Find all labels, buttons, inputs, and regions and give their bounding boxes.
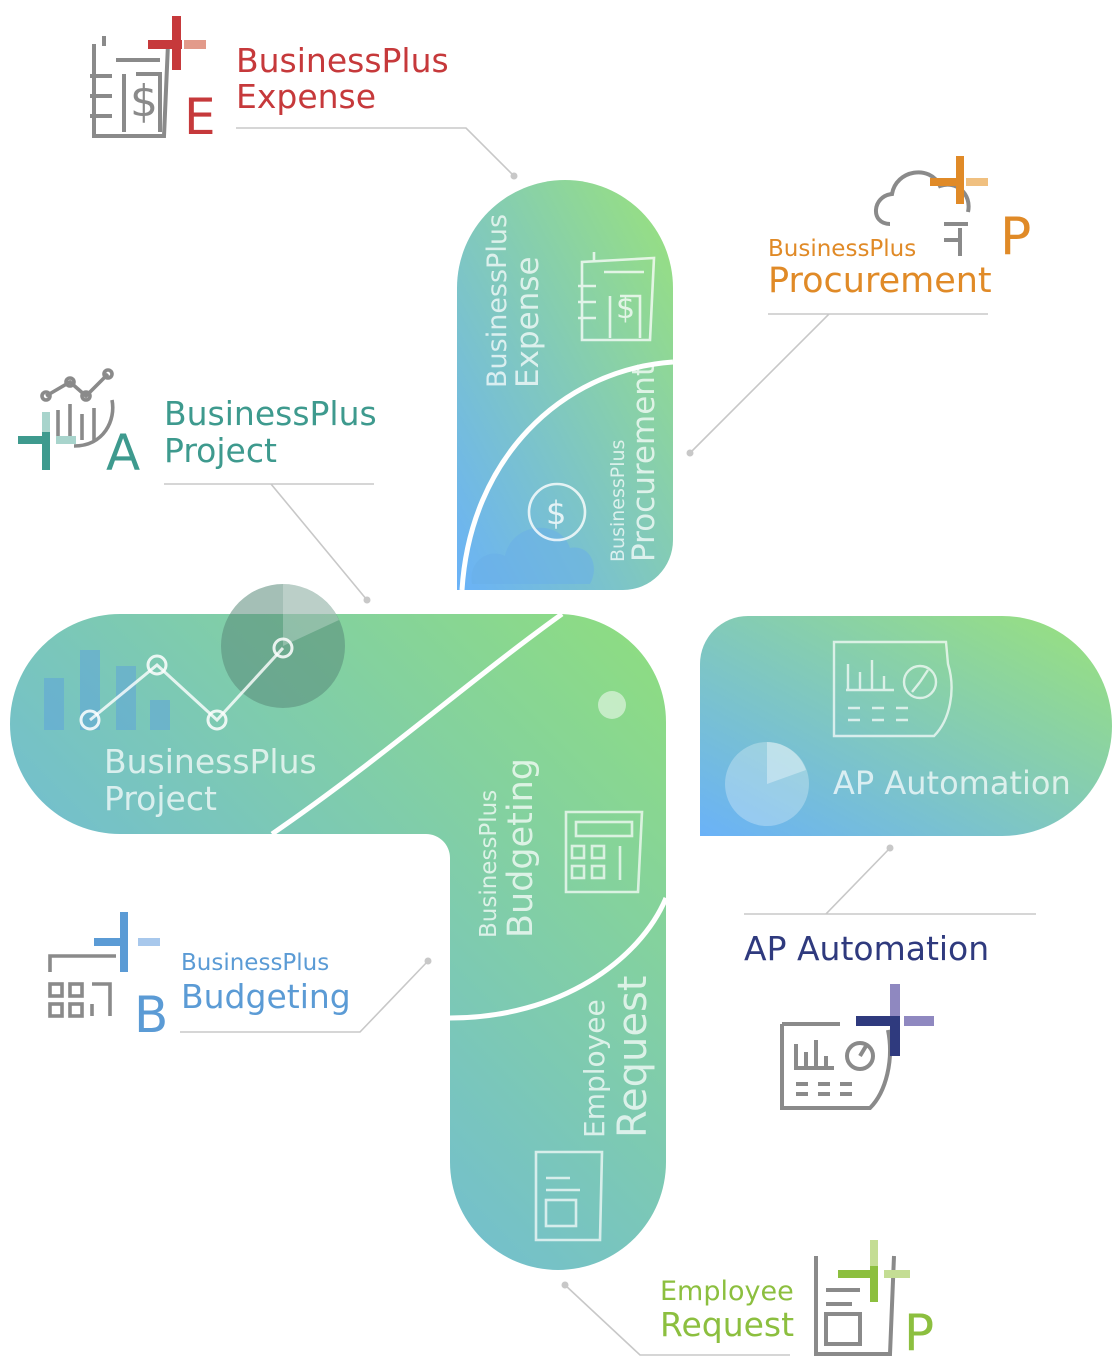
- expense-title-line2: Expense: [236, 77, 376, 116]
- connector-project: [164, 483, 374, 601]
- svg-text:$: $: [616, 291, 635, 326]
- connector-procurement: [689, 313, 988, 454]
- procurement-title-line1: BusinessPlus: [768, 236, 916, 262]
- plus-icon: [930, 156, 988, 204]
- procurement-logo: P: [874, 156, 1031, 267]
- procurement-inner-title-line1: BusinessPlus: [607, 440, 629, 562]
- document-icon: [814, 1255, 896, 1356]
- request-title-line2: Request: [660, 1305, 794, 1344]
- plus-icon: [18, 412, 76, 470]
- project-title-line1: BusinessPlus: [164, 394, 377, 433]
- expense-title-line1: BusinessPlus: [236, 41, 449, 80]
- svg-text:$: $: [130, 76, 158, 127]
- request-logo-letter: P: [904, 1304, 934, 1362]
- request-inner-title-line1: Employee: [578, 999, 611, 1138]
- expense-inner-title-line2: Expense: [510, 256, 546, 388]
- ap-title: AP Automation: [744, 929, 989, 968]
- project-title-line2: Project: [164, 431, 277, 470]
- line-chart-icon: [40, 368, 115, 448]
- top-capsule-shape: [457, 180, 673, 590]
- budgeting-inner-title-line2: Budgeting: [501, 758, 541, 938]
- connector-request: [564, 1284, 790, 1356]
- plus-icon: [856, 984, 934, 1056]
- budgeting-title-line2: Budgeting: [181, 977, 351, 1016]
- budgeting-title-line1: BusinessPlus: [181, 950, 329, 976]
- connector-expense: [236, 127, 515, 177]
- request-inner-document-icon: [534, 1150, 604, 1242]
- expense-inner-title-line1: BusinessPlus: [482, 214, 513, 388]
- project-inner-title-line2: Project: [104, 779, 217, 818]
- project-logo: A: [18, 368, 140, 482]
- calculator-icon: [48, 954, 116, 1018]
- procurement-inner-title-line2: Procurement: [626, 364, 662, 562]
- project-inner-title-line1: BusinessPlus: [104, 742, 317, 781]
- project-inner-chart-icon: [44, 584, 345, 731]
- cross-divider-diagonal: [270, 611, 564, 837]
- ap-inner-pie-icon: [725, 742, 809, 826]
- ap-logo: [780, 984, 934, 1110]
- request-inner-title-line2: Request: [610, 976, 656, 1138]
- budgeting-inner-calculator-icon: [564, 810, 644, 894]
- project-logo-letter: A: [106, 424, 140, 482]
- expense-inner-receipt-icon: $: [578, 252, 656, 342]
- dashboard-pie-icon: [780, 1022, 892, 1110]
- expense-logo-letter: E: [184, 88, 216, 146]
- procurement-title-line2: Procurement: [768, 261, 992, 301]
- svg-text:$: $: [546, 494, 566, 532]
- ap-capsule-shape: [700, 616, 1112, 836]
- top-capsule-divider: [459, 359, 674, 591]
- plus-icon: [148, 16, 206, 70]
- ap-inner-dashboard-icon: [832, 640, 953, 738]
- budgeting-inner-title-line1: BusinessPlus: [476, 790, 502, 938]
- connector-lines: [164, 127, 1036, 1356]
- cross-body-shape: [10, 614, 666, 1270]
- budgeting-logo-letter: B: [134, 986, 168, 1044]
- request-logo: P: [814, 1240, 934, 1362]
- ap-inner-title: AP Automation: [833, 764, 1071, 802]
- plus-icon: [94, 912, 160, 972]
- expense-logo: $ E: [90, 16, 216, 146]
- connector-budgeting: [180, 960, 429, 1033]
- connector-ap: [744, 847, 1036, 915]
- cross-divider-curve: [449, 897, 669, 1021]
- procurement-inner-dollar-icon: $: [527, 482, 587, 542]
- request-title-line1: Employee: [660, 1276, 794, 1307]
- budgeting-logo: B: [48, 912, 168, 1044]
- procurement-logo-letter: P: [1000, 207, 1031, 267]
- plus-icon: [838, 1240, 910, 1302]
- receipt-dollar-icon: [90, 36, 170, 138]
